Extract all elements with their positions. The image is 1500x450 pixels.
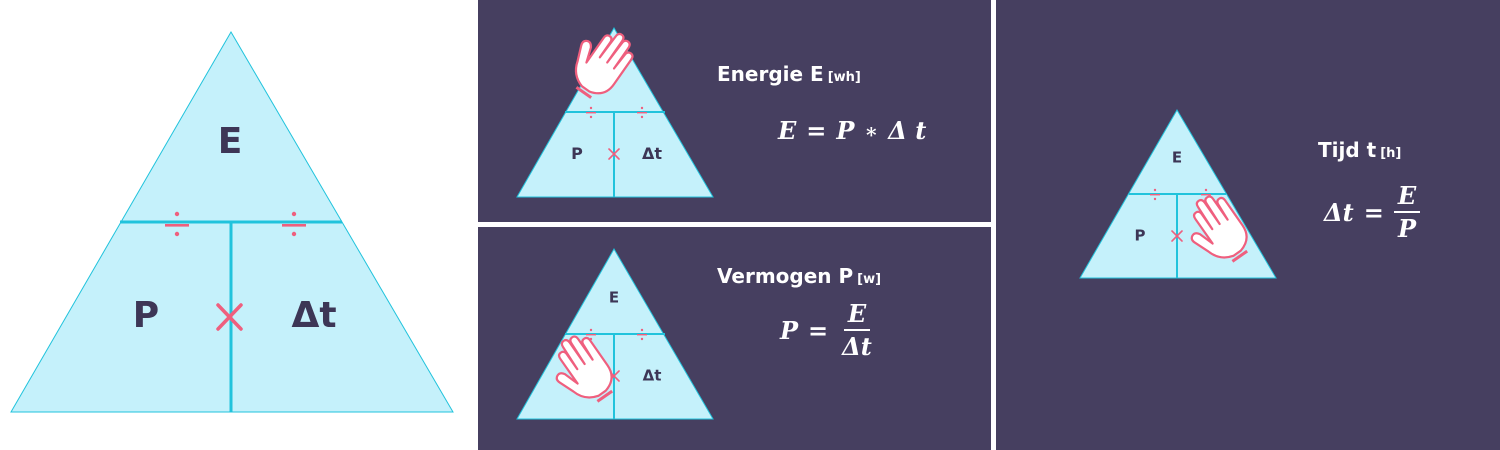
energy-title: Energie E[wh]: [717, 62, 861, 86]
time-title: Tijd t[h]: [1318, 138, 1401, 162]
divide-right-icon: [637, 328, 647, 341]
time-triangle: [1079, 109, 1277, 279]
fraction-denominator: Δt: [842, 332, 872, 361]
divide-right-icon: [637, 106, 647, 119]
formula-lhs: P: [780, 316, 799, 345]
energy-triangle-left-letter: P: [571, 144, 583, 163]
triangle-right-letter: Δt: [291, 295, 337, 336]
multiply-operator: ∗: [864, 118, 879, 143]
power-triangle-top-letter: E: [608, 288, 620, 307]
hand-cover-icon: [555, 335, 614, 403]
divide-left-icon: [1150, 188, 1160, 201]
time-unit: [h]: [1380, 146, 1402, 161]
divide-left-icon: [165, 211, 189, 237]
divide-right-icon: [282, 211, 306, 237]
formula-lhs: Δt: [1324, 198, 1354, 227]
formula-lhs: E: [778, 116, 797, 145]
fraction-numerator: E: [843, 302, 871, 331]
equals-sign: =: [1363, 198, 1384, 227]
formula-fraction: E Δt: [838, 302, 876, 359]
multiply-icon: [1171, 230, 1183, 242]
energy-unit: [wh]: [827, 70, 861, 85]
power-triangle: [516, 247, 714, 420]
energy-triangle-right-letter: Δt: [641, 144, 663, 163]
energy-formula: E = P ∗ Δ t: [778, 116, 926, 145]
divide-left-icon: [586, 106, 596, 119]
time-panel: [996, 0, 1500, 450]
hand-cover-icon: [574, 32, 634, 99]
fraction-denominator: P: [1397, 214, 1416, 243]
power-title-text: Vermogen P: [717, 264, 854, 288]
power-unit: [w]: [857, 272, 882, 287]
formula-term-a: P: [836, 116, 855, 145]
time-formula: Δt = E P: [1324, 184, 1421, 243]
fraction-numerator: E: [1393, 184, 1421, 213]
triangle-top-letter: E: [217, 121, 243, 162]
formula-term-b: Δ t: [888, 116, 927, 145]
power-title: Vermogen P[w]: [717, 264, 881, 288]
equals-sign: =: [808, 316, 829, 345]
energy-title-text: Energie E: [717, 62, 824, 86]
time-title-text: Tijd t: [1318, 138, 1377, 162]
multiply-icon: [608, 148, 620, 160]
equals-sign: =: [806, 116, 827, 145]
triangle-left-letter: P: [132, 295, 160, 336]
multiply-icon: [216, 303, 243, 331]
energy-triangle: [516, 27, 714, 198]
power-triangle-right-letter: Δt: [642, 366, 662, 385]
large-formula-triangle: [10, 31, 454, 413]
time-triangle-top-letter: E: [1171, 148, 1183, 167]
formula-fraction: E P: [1393, 184, 1421, 243]
power-formula: P = E Δt: [780, 302, 876, 359]
time-triangle-left-letter: P: [1134, 226, 1146, 245]
hand-cover-icon: [1190, 195, 1249, 263]
